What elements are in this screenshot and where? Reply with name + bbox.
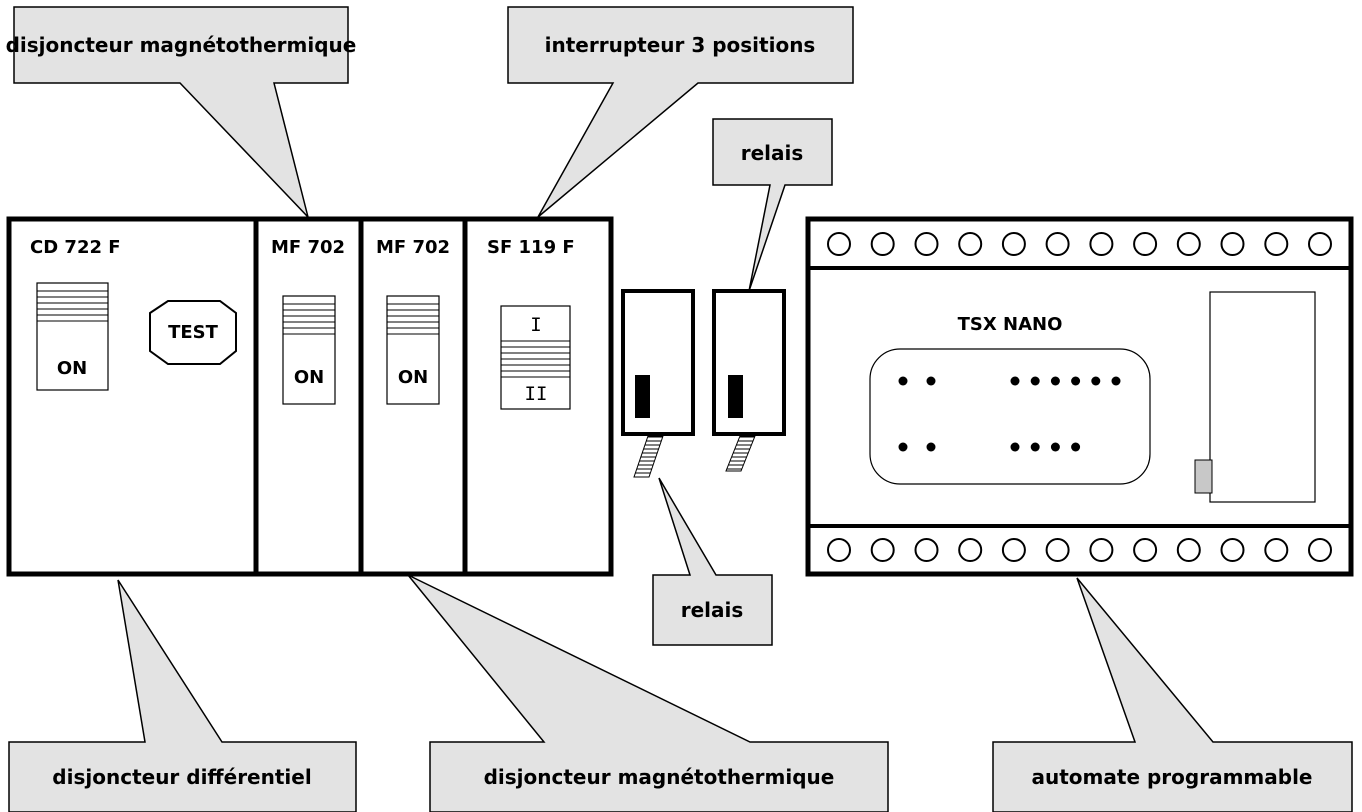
module-cd722f: CD 722 F ON TEST: [30, 237, 237, 391]
plc-automate: TSX NANO: [805, 216, 1354, 577]
callout-interrupteur: interrupteur 3 positions: [507, 6, 854, 218]
mf1-toggle-switch[interactable]: ON: [282, 295, 336, 405]
terminal-screw-icon[interactable]: [1220, 538, 1245, 562]
terminal-screw-icon[interactable]: [958, 232, 983, 256]
terminal-screw-icon[interactable]: [1045, 232, 1070, 256]
terminal-screw-icon[interactable]: [870, 232, 895, 256]
module-sf119f-name: SF 119 F: [487, 237, 575, 258]
led-indicator-icon: [1071, 376, 1081, 386]
mf1-switch-label: ON: [294, 367, 324, 388]
module-cd722f-name: CD 722 F: [30, 237, 121, 258]
led-indicator-icon: [1010, 442, 1020, 452]
test-button[interactable]: TEST: [149, 300, 237, 365]
terminal-screw-icon[interactable]: [1089, 538, 1114, 562]
mf2-switch-label: ON: [398, 367, 428, 388]
relay-indicator: [728, 375, 743, 418]
relay-1: [621, 289, 695, 478]
callout-interrupteur-label: interrupteur 3 positions: [545, 33, 816, 57]
led-indicator-icon: [1071, 442, 1081, 452]
module-mf702-1: MF 702 ON: [271, 237, 345, 405]
terminal-screw-icon[interactable]: [1001, 232, 1026, 256]
relay-2: [712, 289, 786, 472]
led-indicator-icon: [1030, 376, 1040, 386]
callout-differentiel: disjoncteur différentiel: [8, 579, 357, 812]
led-indicator-icon: [1010, 376, 1020, 386]
led-indicator-icon: [1091, 376, 1101, 386]
terminal-screw-icon[interactable]: [914, 232, 939, 256]
led-indicator-icon: [1050, 376, 1060, 386]
plc-terminals-top: [827, 232, 1332, 256]
module-mf702-2: MF 702 ON: [376, 237, 450, 405]
plc-name: TSX NANO: [958, 314, 1063, 335]
terminal-screw-icon[interactable]: [1308, 232, 1332, 256]
led-indicator-icon: [898, 376, 908, 386]
callout-top-relais: relais: [712, 118, 833, 292]
plc-cover[interactable]: [1209, 291, 1316, 503]
cd-switch-label: ON: [57, 358, 87, 379]
led-indicator-icon: [1050, 442, 1060, 452]
module-mf702-1-name: MF 702: [271, 237, 345, 258]
terminal-screw-icon[interactable]: [1220, 232, 1245, 256]
terminal-screw-icon[interactable]: [1264, 232, 1289, 256]
hatched-connector-icon: [725, 435, 756, 472]
callout-automate-label: automate programmable: [1032, 765, 1313, 789]
hatched-connector-icon: [633, 435, 664, 478]
terminal-screw-icon[interactable]: [1176, 538, 1201, 562]
plc-terminals-bottom: [827, 538, 1332, 562]
terminal-screw-icon[interactable]: [1133, 232, 1158, 256]
led-indicator-icon: [926, 376, 936, 386]
callout-differentiel-label: disjoncteur différentiel: [52, 765, 311, 789]
plc-leds: [898, 376, 1121, 452]
three-position-switch[interactable]: I II: [500, 305, 571, 410]
callout-automate: automate programmable: [992, 577, 1353, 812]
led-indicator-icon: [898, 442, 908, 452]
cd-toggle-switch[interactable]: ON: [36, 282, 109, 391]
terminal-screw-icon[interactable]: [958, 538, 983, 562]
callout-mid-relais-label: relais: [681, 598, 744, 622]
terminal-screw-icon[interactable]: [1264, 538, 1289, 562]
relay-icon: [712, 289, 786, 436]
terminal-screw-icon[interactable]: [1045, 538, 1070, 562]
terminal-screw-icon[interactable]: [870, 538, 895, 562]
plc-led-panel: [869, 348, 1151, 485]
callout-top-relais-label: relais: [741, 141, 804, 165]
terminal-screw-icon[interactable]: [1133, 538, 1158, 562]
module-sf119f: SF 119 F I II: [487, 237, 575, 410]
callout-bottom-magnetothermique-label: disjoncteur magnétothermique: [484, 765, 835, 789]
terminal-screw-icon[interactable]: [1176, 232, 1201, 256]
terminal-screw-icon[interactable]: [1089, 232, 1114, 256]
relay-indicator: [635, 375, 650, 418]
switch-position-top: I: [530, 314, 541, 336]
module-mf702-2-name: MF 702: [376, 237, 450, 258]
callout-bottom-magnetothermique: disjoncteur magnétothermique: [407, 574, 889, 812]
relay-icon: [621, 289, 695, 436]
plc-port[interactable]: [1194, 459, 1213, 494]
test-button-label: TEST: [168, 322, 219, 343]
callout-mid-relais: relais: [652, 477, 773, 646]
led-indicator-icon: [1030, 442, 1040, 452]
callout-top-magnetothermique-label: disjoncteur magnétothermique: [6, 33, 357, 57]
terminal-screw-icon[interactable]: [827, 232, 851, 256]
terminal-screw-icon[interactable]: [1001, 538, 1026, 562]
led-indicator-icon: [1111, 376, 1121, 386]
terminal-screw-icon[interactable]: [1308, 538, 1332, 562]
terminal-screw-icon[interactable]: [914, 538, 939, 562]
terminal-screw-icon[interactable]: [827, 538, 851, 562]
mf2-toggle-switch[interactable]: ON: [386, 295, 440, 405]
switch-position-bottom: II: [525, 383, 548, 405]
callout-top-magnetothermique: disjoncteur magnétothermique: [6, 6, 357, 220]
led-indicator-icon: [926, 442, 936, 452]
